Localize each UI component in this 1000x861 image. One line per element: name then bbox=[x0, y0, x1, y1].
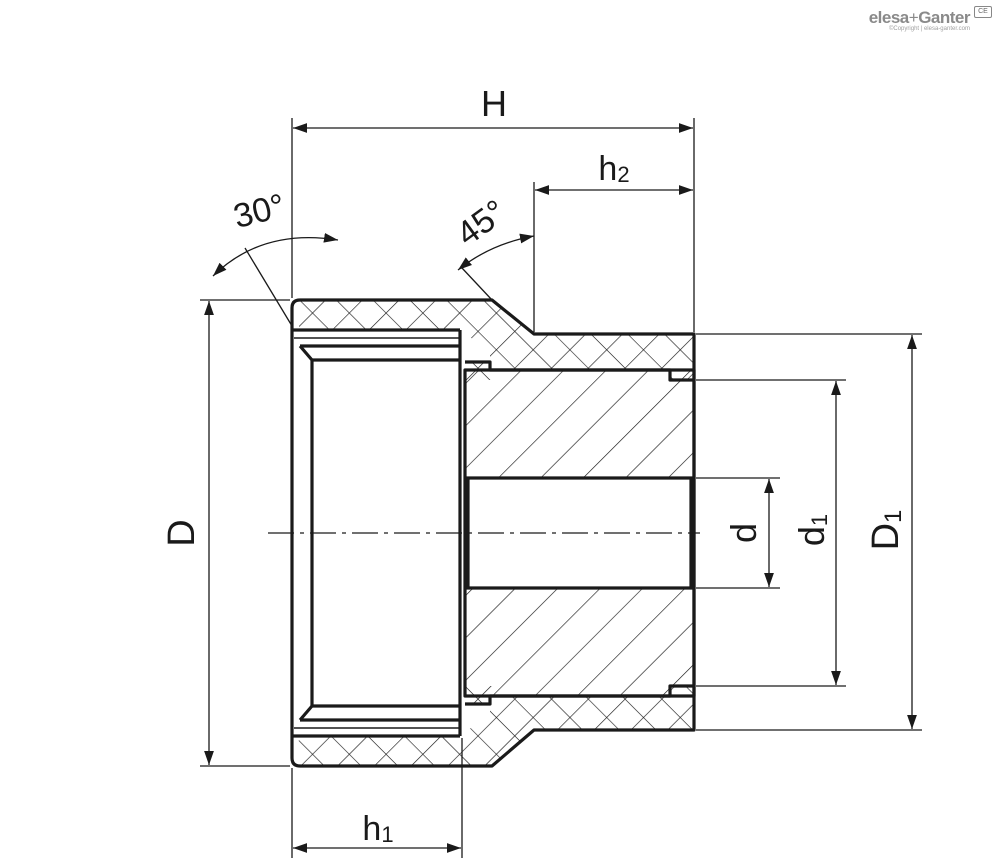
elesa-ganter-logo: elesa+Ganter ©Copyright | elesa-ganter.c… bbox=[868, 6, 992, 32]
logo-wordmark: elesa+Ganter bbox=[868, 8, 971, 28]
label-H: H bbox=[481, 83, 507, 124]
ce-badge: CE bbox=[974, 6, 992, 18]
label-D: D bbox=[161, 519, 203, 546]
chamfer-lines bbox=[294, 337, 460, 729]
part-outline bbox=[290, 298, 696, 768]
logo-brand: elesa bbox=[868, 8, 910, 27]
dim-angle-30 bbox=[212, 232, 339, 277]
dimension-lines bbox=[204, 123, 917, 853]
insert-section-top bbox=[465, 370, 694, 478]
label-d: d bbox=[723, 523, 764, 543]
label-angle-30: 30° bbox=[230, 187, 289, 236]
insert-section-bottom bbox=[465, 588, 694, 696]
logo-plus: + bbox=[908, 8, 919, 27]
label-h1: h1 bbox=[362, 810, 393, 848]
logo-copyright: ©Copyright | elesa-ganter.com bbox=[888, 26, 970, 32]
label-d1: d1 bbox=[791, 514, 832, 546]
extension-lines bbox=[200, 118, 922, 858]
logo-partner: Ganter bbox=[918, 8, 970, 27]
dim-angle-45 bbox=[457, 233, 535, 271]
shell-section-bottom bbox=[292, 686, 694, 766]
label-h2: h2 bbox=[598, 150, 629, 188]
shell-section-top bbox=[292, 300, 694, 380]
label-D1: D1 bbox=[865, 510, 907, 551]
